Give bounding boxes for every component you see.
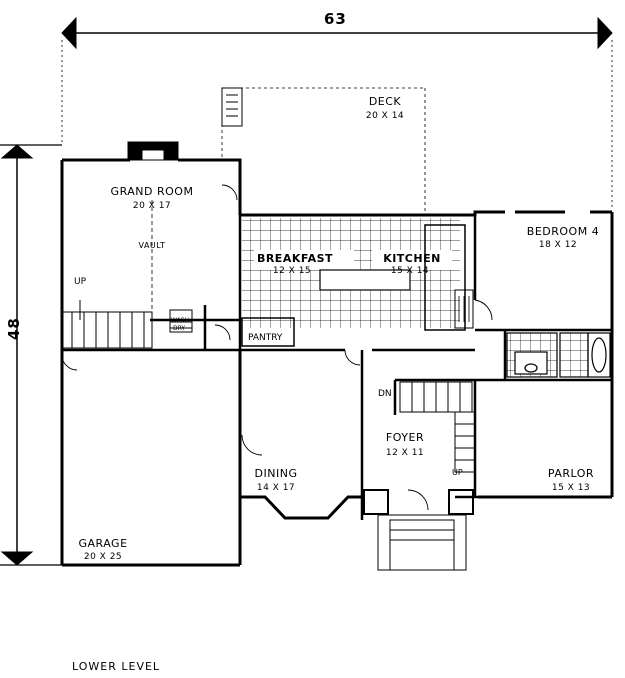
room-breakfast-name: BREAKFAST <box>256 252 334 265</box>
room-grand-note: VAULT <box>138 241 166 250</box>
stair-up-left: UP <box>74 277 87 287</box>
garage-door-marks <box>61 460 200 566</box>
grand-room-stairs <box>61 300 153 349</box>
room-grand-size: 20 X 17 <box>132 201 172 211</box>
room-kitchen-name: KITCHEN <box>383 252 441 265</box>
room-pantry-name: PANTRY <box>248 333 283 343</box>
laundry-dry <box>169 321 193 333</box>
exterior-walls <box>60 158 614 567</box>
foyer-closet-left <box>363 489 389 515</box>
overall-depth-dimension <box>0 144 62 566</box>
room-breakfast-size: 12 X 15 <box>272 266 312 276</box>
room-garage-size: 20 X 25 <box>83 552 123 562</box>
front-stoop <box>377 514 467 571</box>
laundry-wash-label: WASH <box>171 317 190 324</box>
overall-width-label: 63 <box>324 10 347 28</box>
overall-width-dimension <box>61 16 613 210</box>
kitchen-island <box>319 269 411 291</box>
level-title: LOWER LEVEL <box>72 660 161 673</box>
room-foyer-size: 12 X 11 <box>385 448 425 458</box>
fireplace <box>127 141 179 161</box>
room-deck-name: DECK <box>368 95 402 108</box>
kitchen-counter <box>424 224 466 331</box>
laundry-wash <box>169 309 193 329</box>
room-parlor-size: 15 X 13 <box>551 483 591 493</box>
stair-up-foyer: UP <box>452 468 463 477</box>
door-swings <box>61 184 493 511</box>
bathroom <box>506 332 611 378</box>
deck-stairs <box>221 87 243 127</box>
room-grand-name: GRAND ROOM <box>110 185 194 198</box>
room-dining-name: DINING <box>254 467 298 480</box>
overall-depth-label: 48 <box>5 317 23 340</box>
room-dining-size: 14 X 17 <box>256 483 296 493</box>
foyer-closet-right <box>448 489 474 515</box>
interior-walls <box>62 215 612 520</box>
room-kitchen-size: 15 X 14 <box>390 266 430 276</box>
room-garage-name: GARAGE <box>78 537 128 550</box>
stair-dn-foyer: DN <box>378 389 392 399</box>
room-parlor-name: PARLOR <box>547 467 595 480</box>
foyer-stairs <box>399 381 476 473</box>
room-foyer-name: FOYER <box>385 431 425 444</box>
room-bedroom4-name: BEDROOM 4 <box>526 225 600 238</box>
pantry-box <box>241 317 295 347</box>
room-deck-size: 20 X 14 <box>365 111 405 121</box>
laundry-dry-label: DRY <box>173 325 186 332</box>
room-bedroom4-size: 18 X 12 <box>538 240 578 250</box>
